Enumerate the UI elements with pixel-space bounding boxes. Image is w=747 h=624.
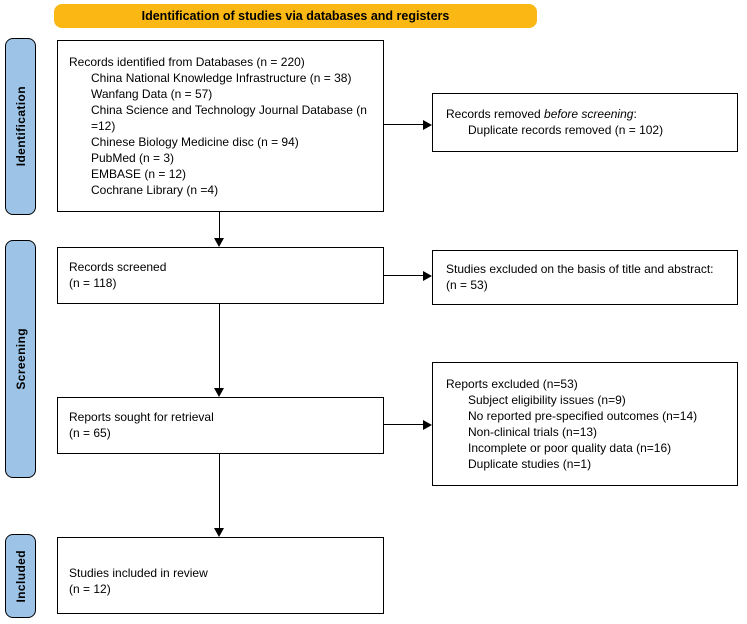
database-item: PubMed (n = 3) [91, 151, 175, 165]
database-item: Cochrane Library (n =4) [91, 183, 219, 197]
exclusion-reason: No reported pre-specified outcomes (n=14… [468, 409, 698, 423]
reports-excluded-title: Reports excluded (n=53) [446, 377, 578, 391]
arrow-screened-to-sought [219, 304, 221, 389]
stage-screening-label: Screening [13, 328, 28, 390]
banner-label: Identification of studies via databases … [141, 9, 450, 23]
box-studies-excluded-title-abstract: Studies excluded on the basis of title a… [432, 250, 738, 305]
arrow-sought-to-reports-excluded [384, 424, 424, 426]
arrowhead-sought-to-included [214, 528, 224, 537]
studies-included-count: (n = 12) [69, 582, 111, 596]
studies-excluded-line1: Studies excluded on the basis of title a… [446, 262, 714, 276]
exclusion-reason: Duplicate studies (n=1) [468, 457, 592, 471]
database-item: China National Knowledge Infrastructure … [91, 71, 352, 85]
records-removed-item: Duplicate records removed (n = 102) [468, 123, 664, 137]
box-reports-excluded: Reports excluded (n=53) Subject eligibil… [432, 362, 738, 486]
arrowhead-screened-to-excluded [423, 271, 432, 281]
database-item: China Science and Technology Journal Dat… [91, 103, 367, 133]
stage-included-label: Included [13, 549, 28, 603]
database-item: Wanfang Data (n = 57) [91, 87, 213, 101]
box-records-identified: Records identified from Databases (n = 2… [57, 40, 384, 212]
arrowhead-identified-to-screened [214, 238, 224, 247]
stage-identification: Identification [5, 38, 36, 215]
exclusion-reason: Incomplete or poor quality data (n=16) [468, 441, 672, 455]
box-records-removed: Records removed before screening: Duplic… [432, 93, 738, 152]
exclusion-reason: Non-clinical trials (n=13) [468, 425, 598, 439]
arrowhead-identified-to-removed [423, 120, 432, 130]
stage-included: Included [5, 534, 36, 618]
arrow-identified-to-screened [219, 212, 221, 239]
box-reports-sought: Reports sought for retrieval (n = 65) [57, 397, 384, 454]
box-studies-included: Studies included in review (n = 12) [57, 537, 384, 614]
arrow-screened-to-excluded [384, 275, 424, 277]
records-removed-title: Records removed before screening: [446, 107, 637, 121]
arrow-identified-to-removed [384, 124, 424, 126]
arrowhead-sought-to-reports-excluded [423, 420, 432, 430]
arrowhead-screened-to-sought [214, 388, 224, 397]
records-removed-italic: before screening [544, 107, 634, 121]
reports-sought-count: (n = 65) [69, 426, 111, 440]
reports-sought-line1: Reports sought for retrieval [69, 410, 214, 424]
database-item: Chinese Biology Medicine disc (n = 94) [91, 135, 299, 149]
records-identified-title: Records identified from Databases (n = 2… [69, 55, 305, 69]
banner: Identification of studies via databases … [54, 4, 537, 28]
records-screened-line1: Records screened [69, 260, 167, 274]
studies-included-line1: Studies included in review [69, 566, 208, 580]
exclusion-reason: Subject eligibility issues (n=9) [468, 393, 626, 407]
records-screened-count: (n = 118) [69, 276, 117, 290]
studies-excluded-count: (n = 53) [446, 278, 488, 292]
database-item: EMBASE (n = 12) [91, 167, 187, 181]
box-records-screened: Records screened (n = 118) [57, 247, 384, 304]
stage-identification-label: Identification [13, 86, 28, 167]
arrow-sought-to-included [219, 454, 221, 529]
stage-screening: Screening [5, 240, 36, 478]
